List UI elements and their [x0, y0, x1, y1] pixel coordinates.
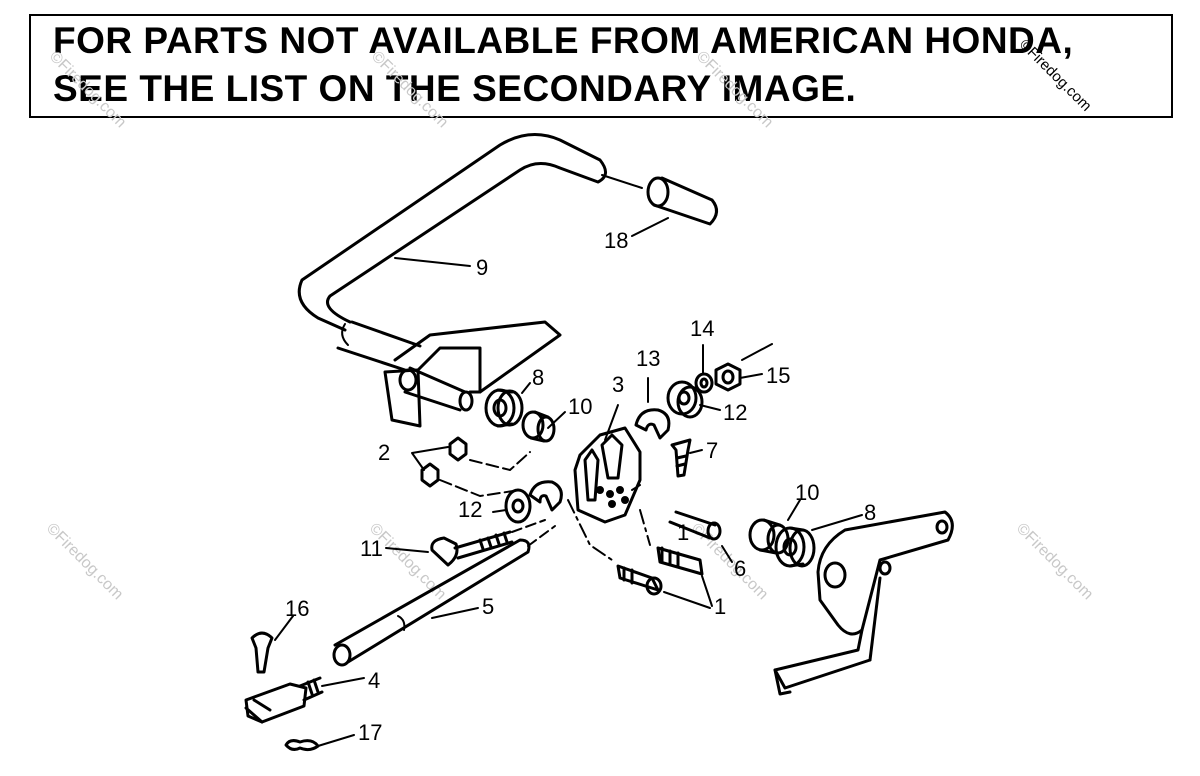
part-9-handle-bar	[297, 133, 607, 372]
part-6-pin	[631, 484, 722, 541]
part-7-pin	[670, 438, 692, 478]
part-1-bolts	[567, 499, 704, 596]
part-18-grip	[601, 174, 718, 226]
part-14-washer	[694, 372, 714, 394]
callout-7: 7	[706, 438, 718, 463]
callout-13: 13	[636, 346, 660, 371]
callout-12-lower: 12	[458, 497, 482, 522]
callout-11: 11	[360, 536, 383, 561]
callout-16: 16	[285, 596, 309, 621]
part-13-clip	[634, 408, 671, 440]
notice-line-2: SEE THE LIST ON THE SECONDARY IMAGE.	[53, 68, 857, 109]
part-5-rod	[332, 525, 556, 667]
callout-17: 17	[358, 720, 382, 745]
notice-line-1: FOR PARTS NOT AVAILABLE FROM AMERICAN HO…	[53, 20, 1074, 61]
part-10-bushing-right	[748, 518, 790, 555]
callout-8-right: 8	[864, 500, 876, 525]
part-15-nut	[714, 343, 773, 392]
callout-8-left: 8	[532, 365, 544, 390]
callout-10-right: 10	[795, 480, 819, 505]
part-2-nuts	[420, 436, 531, 497]
callout-3: 3	[612, 372, 624, 397]
left-bracket	[383, 320, 562, 428]
part-4-clevis	[244, 676, 324, 724]
callout-6: 6	[734, 556, 746, 581]
right-bracket	[773, 510, 954, 696]
callout-1-left: 1	[677, 520, 689, 545]
callout-1-right: 1	[714, 594, 726, 619]
callout-18: 18	[604, 228, 628, 253]
callout-14: 14	[690, 316, 714, 341]
part-12-washer-lower	[504, 488, 532, 524]
callout-4: 4	[368, 668, 380, 693]
part-12-washer-upper	[666, 380, 704, 419]
callout-5: 5	[482, 594, 494, 619]
part-11-bolt	[430, 519, 546, 567]
callout-2: 2	[378, 440, 390, 465]
leader-lines	[274, 217, 863, 747]
part-13-clip-lower	[528, 480, 563, 512]
callout-15: 15	[766, 363, 790, 388]
parts-notice-box: FOR PARTS NOT AVAILABLE FROM AMERICAN HO…	[29, 14, 1173, 118]
part-17-clip	[284, 739, 320, 752]
callout-9: 9	[476, 255, 488, 280]
part-3-lever-plate	[573, 426, 642, 524]
callout-10-left: 10	[568, 394, 592, 419]
part-8-washer-right	[774, 526, 816, 568]
callout-12-upper: 12	[723, 400, 747, 425]
part-8-washer-left	[484, 388, 524, 428]
part-16-pin	[250, 631, 274, 674]
part-10-bushing-left	[521, 410, 556, 443]
